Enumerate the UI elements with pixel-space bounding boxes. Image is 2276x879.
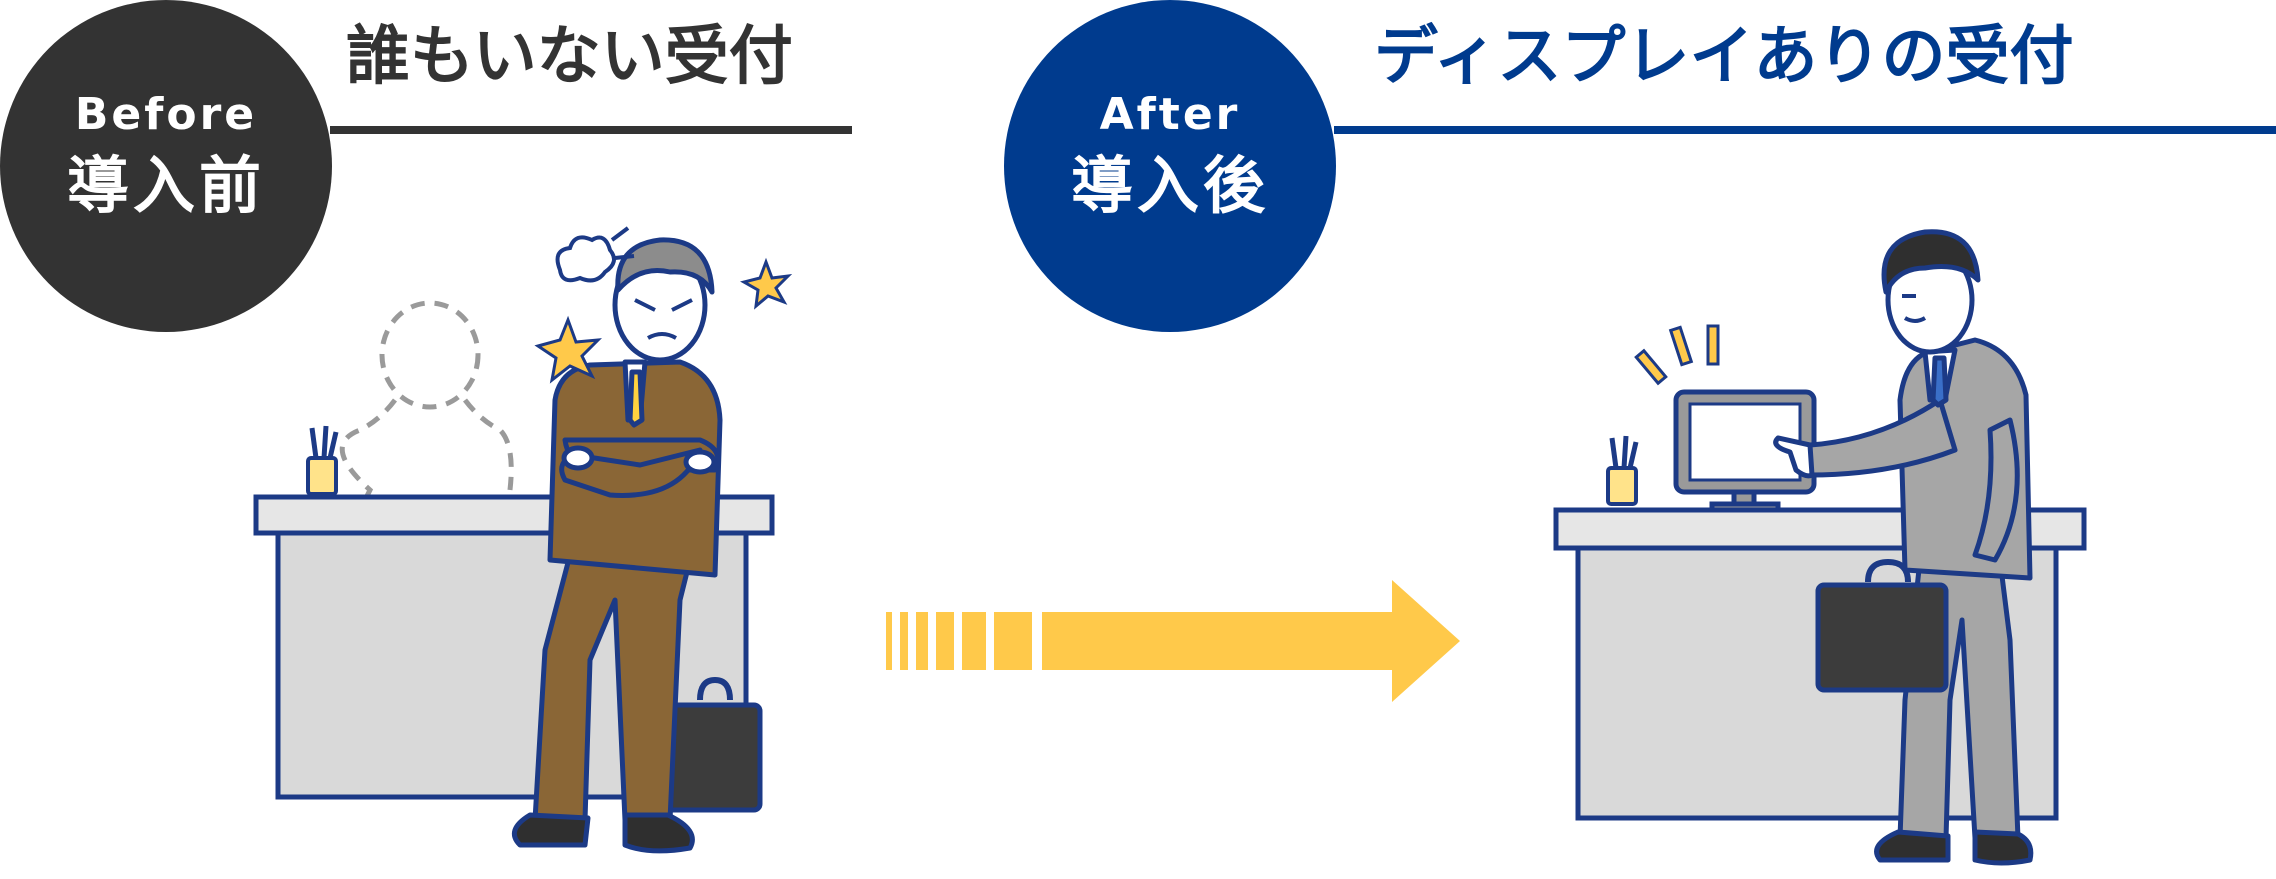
sparkle-icon — [534, 257, 793, 384]
before-badge: Before 導入前 — [0, 0, 332, 332]
before-badge-label: Before — [74, 89, 258, 140]
after-badge: After 導入後 — [1004, 0, 1336, 332]
briefcase-icon-right — [1815, 558, 1949, 693]
before-badge-japanese: 導入前 — [66, 149, 265, 222]
pen-cup-icon-right — [1606, 435, 1639, 506]
pen-cup-icon — [306, 425, 339, 496]
after-title-underline — [1334, 126, 2276, 134]
before-title: 誰もいない受付 — [346, 20, 793, 94]
attention-marks-icon — [1634, 324, 1720, 386]
reception-display-monitor — [1673, 389, 1817, 517]
before-title-underline — [330, 126, 852, 134]
anger-puff-icon — [555, 226, 635, 283]
after-title: ディスプレイありの受付 — [1374, 20, 2074, 94]
transition-arrow — [886, 580, 1460, 702]
absent-receptionist-silhouette — [339, 300, 514, 502]
after-badge-japanese: 導入後 — [1070, 149, 1269, 222]
satisfied-visitor-figure — [1773, 229, 2034, 866]
angry-visitor-figure — [511, 237, 723, 854]
after-badge-label: After — [1099, 89, 1241, 140]
